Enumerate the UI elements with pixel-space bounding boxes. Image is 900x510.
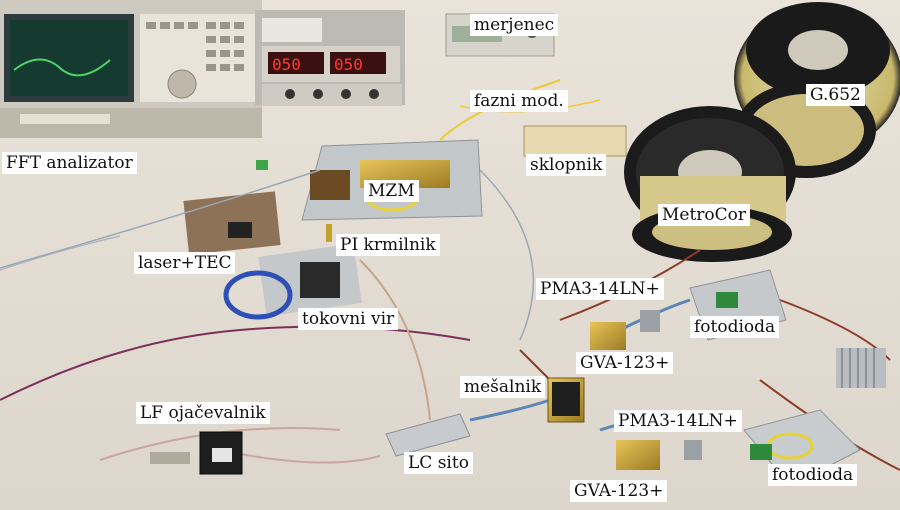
label-spool-g652: G.652 — [806, 84, 865, 106]
label-coupler: sklopnik — [526, 154, 607, 176]
label-gva-bottom: GVA-123+ — [570, 480, 668, 502]
lc-filter-device — [385, 413, 471, 457]
power-supply-device: 050 050 — [255, 10, 405, 106]
label-metrocor: MetroCor — [658, 204, 751, 226]
label-current-source: tokovni vir — [298, 308, 399, 330]
label-pi-controller: PI krmilnik — [336, 234, 440, 256]
label-lc-filter: LC sito — [404, 452, 473, 474]
gva-top-device — [590, 322, 626, 350]
label-photodiode-bottom: fotodioda — [768, 464, 858, 486]
spool-g652 — [734, 2, 900, 178]
label-photodiode-top: fotodioda — [690, 316, 780, 338]
gva-bottom-device — [616, 440, 660, 470]
fft-analyzer-device — [0, 0, 262, 138]
coupler-device — [523, 125, 627, 157]
svg-text:050: 050 — [334, 55, 363, 74]
label-meter: merjenec — [470, 14, 559, 36]
label-lf-amplifier: LF ojačevalnik — [136, 402, 270, 424]
label-pma-bottom: PMA3-14LN+ — [614, 410, 742, 432]
heatsink — [836, 348, 886, 388]
label-pma-top: PMA3-14LN+ — [536, 278, 664, 300]
label-laser-tec: laser+TEC — [134, 252, 236, 274]
label-mixer: mešalnik — [460, 376, 546, 398]
label-phase-mod: fazni mod. — [470, 90, 568, 112]
pma-bottom-device — [684, 440, 702, 460]
label-gva-top: GVA-123+ — [576, 352, 674, 374]
laser-boards — [183, 160, 362, 320]
spool-metrocor — [624, 106, 796, 262]
pma-top-device — [640, 310, 660, 332]
label-mzm: MZM — [364, 180, 419, 202]
label-fft-analyzer: FFT analizator — [2, 152, 137, 174]
svg-text:050: 050 — [272, 55, 301, 74]
